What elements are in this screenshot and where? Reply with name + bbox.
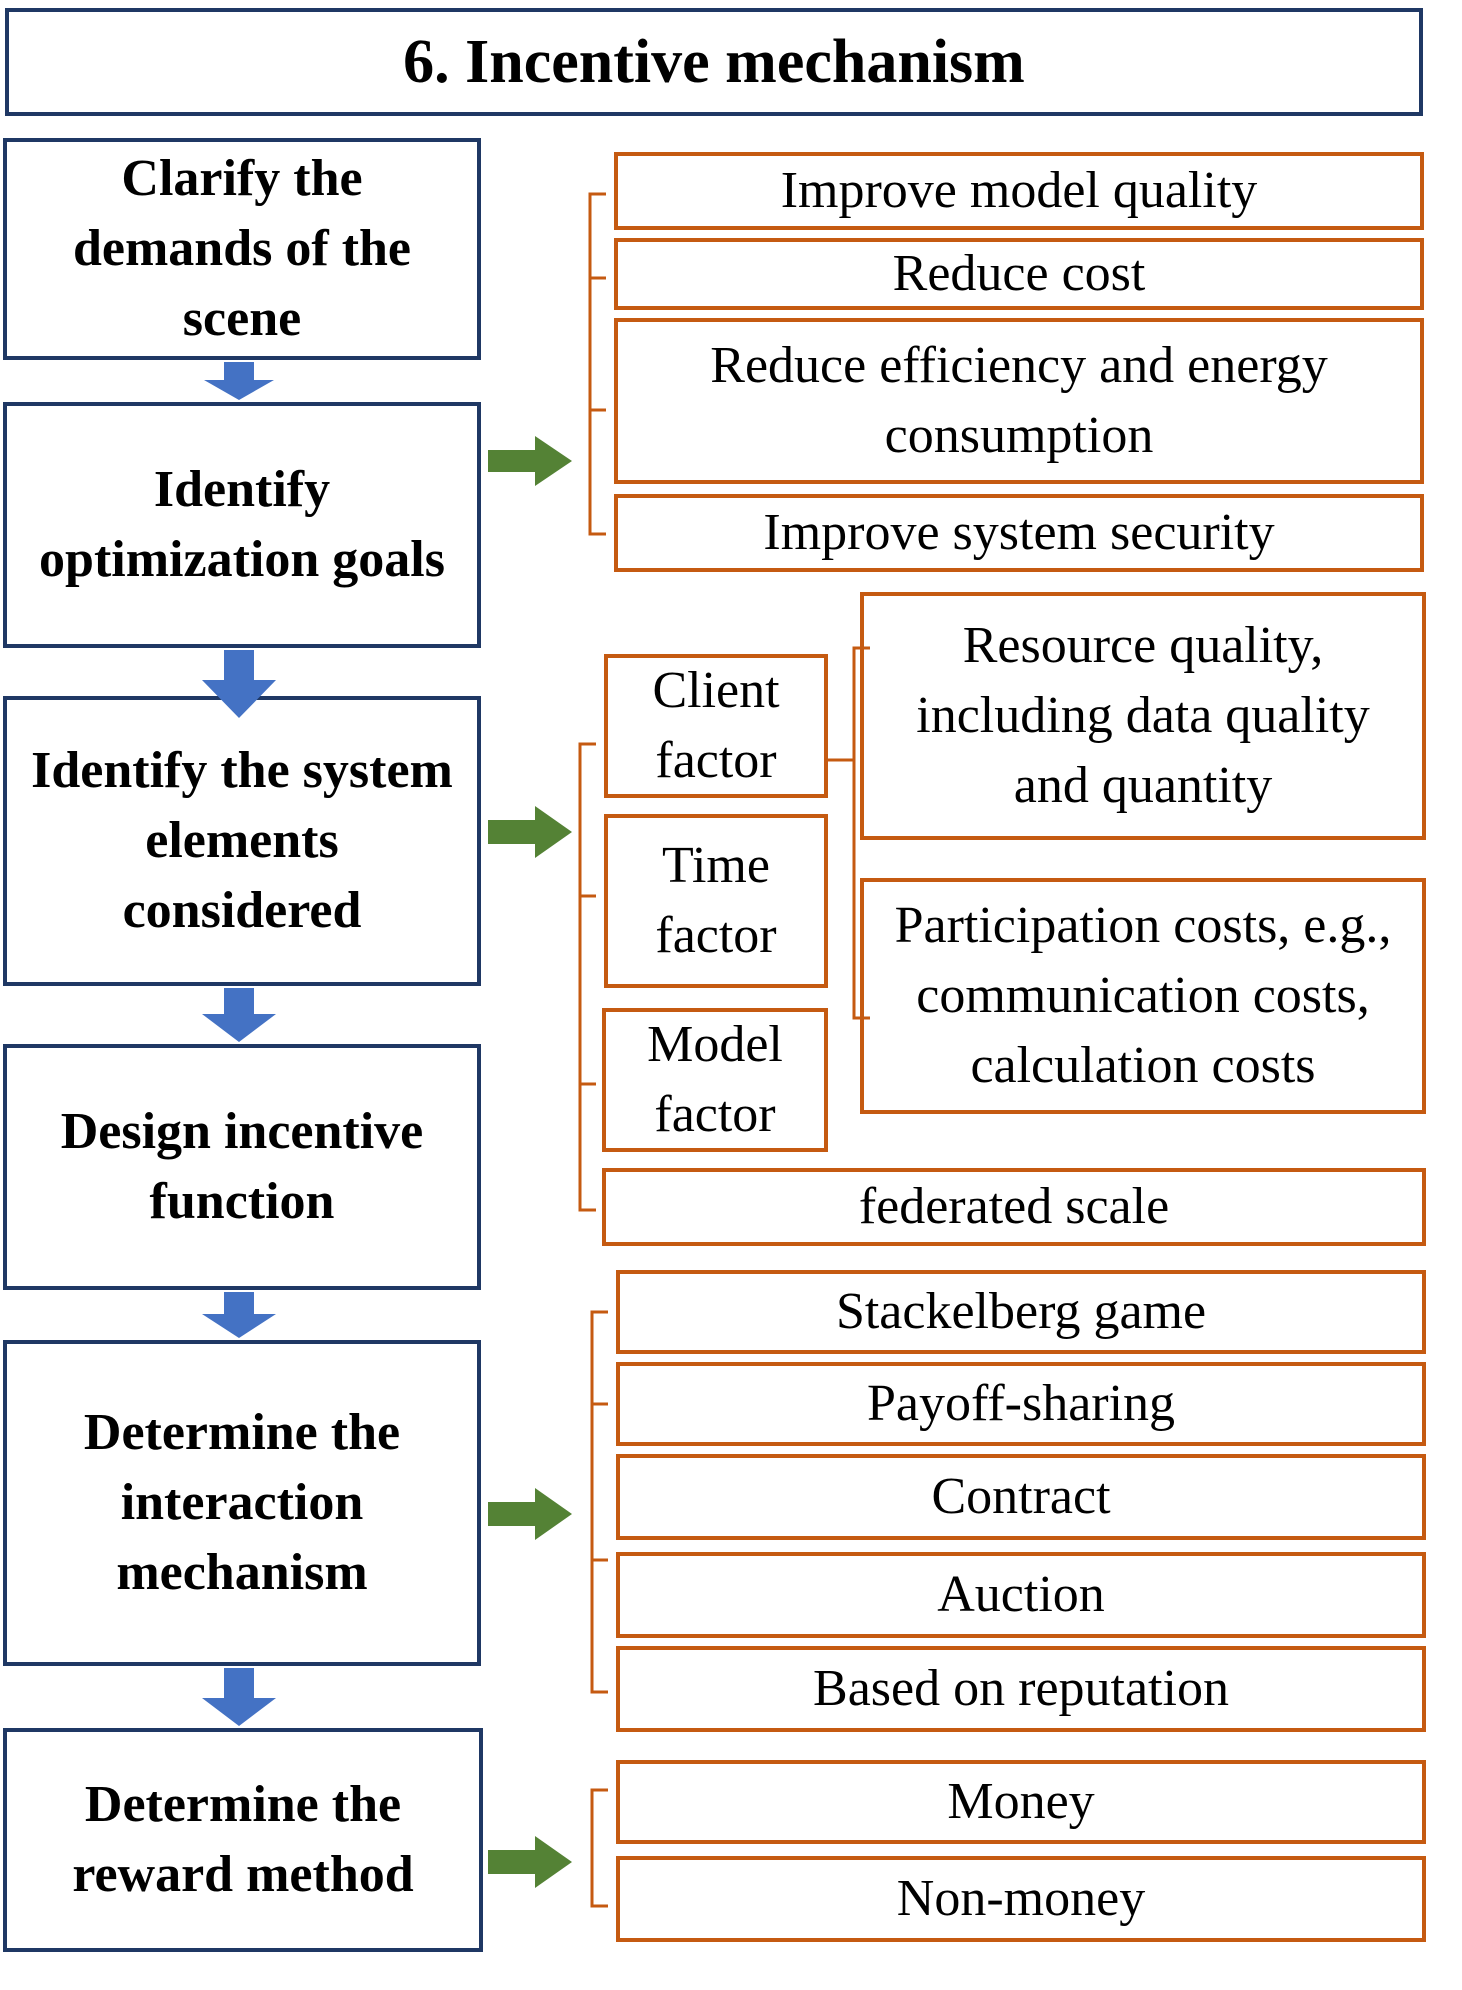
factor-item: Client factor [604, 654, 828, 798]
down-arrow [204, 362, 274, 400]
goal-item: Improve system security [614, 494, 1424, 572]
step-interaction-mechanism: Determine the interaction mechanism [3, 1340, 481, 1666]
factor-detail: Resource quality, including data quality… [860, 592, 1426, 840]
down-arrow [202, 1292, 276, 1338]
step-clarify-demands: Clarify the demands of the scene [3, 138, 481, 360]
step-identify-goals: Identify optimization goals [3, 402, 481, 648]
diagram-title: 6. Incentive mechanism [5, 8, 1423, 116]
factor-detail: Participation costs, e.g., communication… [860, 878, 1426, 1114]
down-arrow [202, 1668, 276, 1726]
right-arrow [488, 1488, 572, 1540]
factor-item: Time factor [604, 814, 828, 988]
elements-bracket [578, 742, 596, 1212]
down-arrow [202, 988, 276, 1042]
step-reward-method: Determine the reward method [3, 1728, 483, 1952]
right-arrow [488, 806, 572, 858]
goals-bracket [588, 192, 606, 536]
reward-item: Money [616, 1760, 1426, 1844]
step-design-function: Design incentive function [3, 1044, 481, 1290]
goal-item: Reduce efficiency and energy consumption [614, 318, 1424, 484]
mechanisms-bracket [590, 1310, 608, 1694]
federated-scale-item: federated scale [602, 1168, 1426, 1246]
mechanism-item: Based on reputation [616, 1646, 1426, 1732]
goal-item: Improve model quality [614, 152, 1424, 230]
right-arrow [488, 436, 572, 486]
step-identify-elements: Identify the system elements considered [3, 696, 481, 986]
mechanism-item: Auction [616, 1552, 1426, 1638]
reward-item: Non-money [616, 1856, 1426, 1942]
right-arrow [488, 1836, 572, 1888]
factor-item: Model factor [602, 1008, 828, 1152]
mechanism-item: Payoff-sharing [616, 1362, 1426, 1446]
rewards-bracket [590, 1788, 608, 1908]
mechanism-item: Contract [616, 1454, 1426, 1540]
factors-bracket [828, 646, 870, 1020]
down-arrow [202, 650, 276, 718]
mechanism-item: Stackelberg game [616, 1270, 1426, 1354]
goal-item: Reduce cost [614, 238, 1424, 310]
